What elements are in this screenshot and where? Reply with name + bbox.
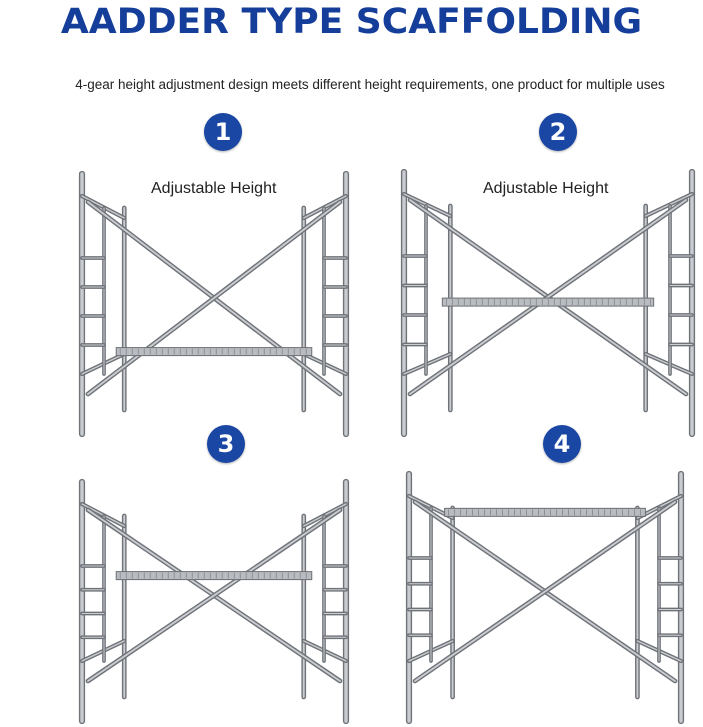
gear-3-badge: 3	[207, 425, 245, 463]
platform-deck	[115, 571, 313, 581]
panel-1-label: Adjustable Height	[151, 180, 277, 197]
cross-brace-b-highlight	[87, 509, 341, 682]
scaffold-frame-1-image	[78, 170, 350, 438]
subtitle: 4-gear height adjustment design meets di…	[75, 77, 665, 92]
gear-2-badge: 2	[539, 113, 577, 151]
platform-deck	[115, 347, 313, 357]
cross-brace-b-highlight	[409, 199, 687, 395]
scaffold-frame-4-image	[405, 470, 685, 725]
page-title: AADDER TYPE SCAFFOLDING	[60, 2, 643, 42]
panel-2-label: Adjustable Height	[483, 180, 609, 197]
gear-4-badge: 4	[543, 425, 581, 463]
cross-brace-b-highlight	[414, 501, 676, 682]
scaffold-frame-2-image	[400, 168, 696, 438]
cross-brace-b-highlight	[87, 201, 341, 395]
scaffold-frame-3-image	[78, 478, 350, 725]
gear-1-badge: 1	[204, 113, 242, 151]
